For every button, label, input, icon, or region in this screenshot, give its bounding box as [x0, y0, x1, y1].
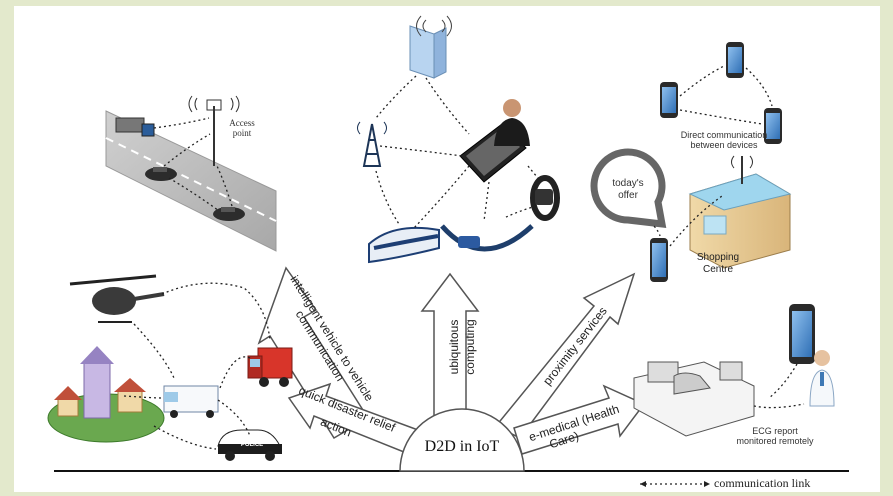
center-hub: [399, 408, 525, 472]
phone-icon: [726, 42, 744, 78]
train-icon: [368, 226, 440, 264]
car-icon: [145, 167, 177, 181]
helicopter-icon: [69, 274, 165, 323]
ecg-label: ECG report monitored remotely: [720, 426, 830, 447]
phone-icon: [650, 238, 668, 282]
arrow-vehicle: [257, 266, 370, 440]
truck-icon: [115, 117, 155, 137]
phone-icon: [764, 108, 782, 144]
direct-comm-line1: Direct communication: [680, 130, 768, 140]
police-label: POLICE: [240, 442, 264, 448]
todays-offer-line1: today's: [612, 178, 644, 189]
shopping-line2: Centre: [702, 263, 733, 275]
shopping-centre-label: Shopping Centre: [688, 252, 748, 275]
direct-comm-label: Direct communication between devices: [654, 130, 794, 151]
tower-icon: [357, 121, 387, 167]
diagram-svg: [47, 15, 849, 487]
direct-comm-line2: between devices: [690, 140, 758, 151]
fire-truck-icon: [247, 347, 293, 387]
shopping-line1: Shopping: [696, 252, 740, 263]
arrow-emedical: [513, 384, 646, 455]
center-label: D2D in IoT: [424, 438, 500, 455]
police-car-icon: [217, 429, 282, 461]
legend-arrow: [640, 481, 710, 487]
arrow-proximity: [494, 272, 636, 439]
shopping-building-icon: [688, 155, 792, 269]
ambulance-icon: [163, 385, 219, 418]
building-icon: [409, 15, 452, 79]
person-icon: [494, 99, 530, 146]
arrow-disaster: [287, 382, 419, 455]
access-point-line1: Access: [229, 118, 255, 128]
ubiquitous-line2: computing: [463, 319, 477, 375]
ecg-line2: monitored remotely: [736, 436, 814, 447]
access-point-label: Access point: [222, 118, 262, 139]
legend-label: communication link: [714, 476, 811, 490]
todays-offer-line2: offer: [618, 189, 638, 201]
access-point-line2: point: [232, 128, 252, 139]
offer-bubble-icon: [590, 148, 667, 229]
hospital-bed-icon: [633, 361, 755, 437]
phone-icon: [660, 82, 678, 118]
phone-icon: [789, 304, 815, 364]
glasses-icon: [440, 224, 534, 252]
town-icon: [47, 346, 165, 443]
ubiquitous-line1: ubiquitous: [447, 319, 461, 375]
tower-icon: [188, 95, 240, 166]
doctor-icon: [809, 350, 835, 407]
ecg-line1: ECG report: [752, 426, 798, 436]
car-icon: [213, 207, 245, 221]
smartwatch-icon: [530, 175, 560, 221]
diagram-canvas: D2D in IoT intelligent vehicle to vehicl…: [14, 6, 880, 492]
todays-offer-label: today's offer: [602, 178, 654, 201]
